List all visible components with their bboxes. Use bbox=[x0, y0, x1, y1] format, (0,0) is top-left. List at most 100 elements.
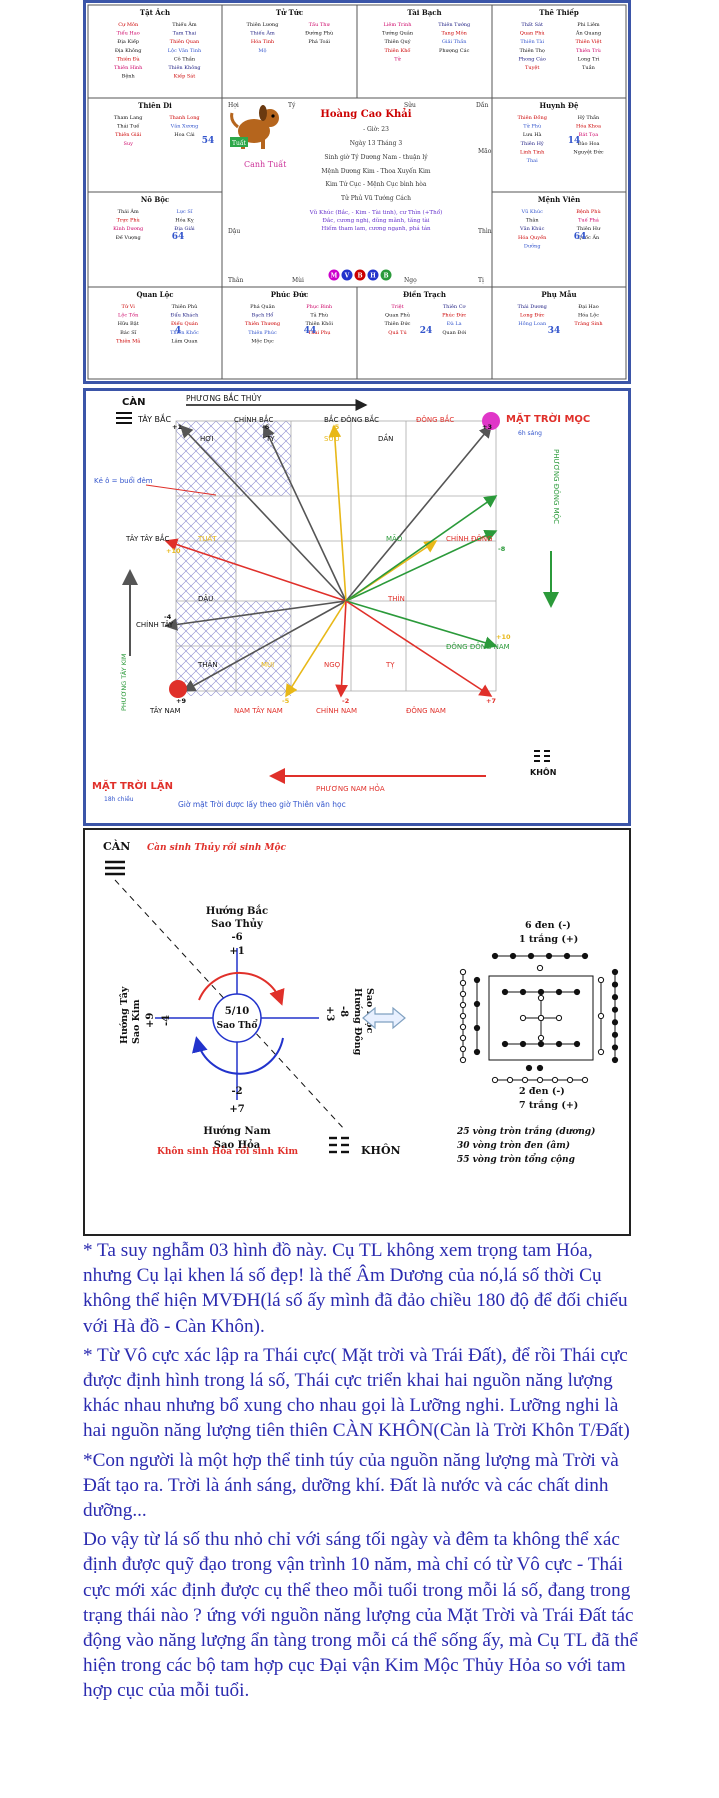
branch-label: Mùi bbox=[292, 277, 304, 284]
paragraph: * Từ Vô cực xác lập ra Thái cực( Mặt trờ… bbox=[83, 1344, 630, 1442]
direction-number: +9 bbox=[176, 697, 186, 705]
trigram-icon bbox=[329, 1136, 349, 1154]
direction-ray bbox=[164, 538, 347, 602]
direction-number: -5 bbox=[282, 697, 290, 705]
west-vertical-label: PHƯƠNG TÂY KIM bbox=[119, 653, 128, 711]
black-dot bbox=[525, 1064, 533, 1072]
branch-label: Dậu bbox=[228, 228, 240, 235]
star-name: Quan Đới bbox=[442, 329, 466, 336]
white-dot bbox=[597, 976, 605, 984]
white-dot bbox=[521, 1076, 529, 1084]
star-name: Lâm Quan bbox=[171, 337, 198, 344]
black-dot bbox=[473, 1048, 481, 1056]
north-title: Hướng Bắc bbox=[206, 905, 268, 917]
black-dot bbox=[581, 952, 589, 960]
star-name: Tiểu Hao bbox=[117, 30, 140, 37]
zodiac-label: HỢI bbox=[200, 435, 214, 443]
palace-title: Nô Bộc bbox=[141, 195, 169, 204]
star-name: Thai Phụ bbox=[308, 330, 331, 336]
hetu-top-label: 1 trắng (+) bbox=[519, 933, 578, 945]
element-circle bbox=[341, 269, 353, 281]
star-name: Lưu Hà bbox=[523, 131, 542, 138]
star-name: Thai bbox=[527, 158, 539, 164]
night-note: Kẻ ô = buổi đêm bbox=[94, 476, 153, 485]
year-badge: Tuất bbox=[232, 140, 247, 147]
zodiac-label: TÝ bbox=[265, 434, 275, 443]
west-number: +9 bbox=[145, 1013, 156, 1028]
white-dot bbox=[551, 1076, 559, 1084]
star-name: Thiên Trù bbox=[576, 47, 602, 54]
direction-diagram-svg: CÀN TÂY BẮC PHƯƠNG BẮC THỦY CHÍNH BẮC BẮ… bbox=[92, 393, 590, 809]
star-name: Phong Cáo bbox=[518, 55, 545, 62]
black-dot bbox=[501, 1040, 509, 1048]
element-circle bbox=[328, 269, 340, 281]
star-name: Tử Phù bbox=[523, 123, 542, 130]
direction-label: TÂY TÂY BẮC bbox=[125, 533, 170, 543]
star-name: Bác Sĩ bbox=[120, 329, 136, 336]
star-name: Thiên Quý bbox=[384, 38, 410, 45]
white-dot bbox=[459, 1034, 467, 1042]
black-dot bbox=[611, 994, 619, 1001]
star-name: Mộc Dục bbox=[251, 337, 274, 344]
center-line: Mệnh Dương Kim - Thoa Xuyến Kim bbox=[321, 168, 431, 175]
black-dot bbox=[491, 952, 499, 960]
black-dot bbox=[611, 1006, 619, 1013]
white-dot bbox=[536, 964, 544, 972]
direction-number: -4 bbox=[164, 613, 172, 621]
direction-number: -2 bbox=[342, 697, 349, 705]
star-name: Trực Phù bbox=[117, 217, 141, 224]
star-name: Tràng Sinh bbox=[574, 320, 603, 327]
branch-label: Ngọ bbox=[404, 277, 417, 284]
direction-ray bbox=[345, 529, 498, 602]
star-name: Thiếu Âm bbox=[172, 21, 197, 28]
white-dot bbox=[536, 1076, 544, 1084]
star-name: Thiên Quan bbox=[170, 38, 200, 45]
sunset-label: MẶT TRỜI LẶN bbox=[92, 778, 173, 792]
dir-label: BẮC ĐÔNG BẮC bbox=[324, 414, 379, 424]
star-name: Phi Liêm bbox=[577, 21, 600, 28]
direction-ray bbox=[345, 424, 493, 602]
star-name: Thiên Khôi bbox=[305, 320, 333, 327]
star-name: Phá Quân bbox=[250, 303, 275, 310]
star-name: Giải Thần bbox=[442, 37, 467, 45]
top-caption: Càn sinh Thủy rồi sinh Mộc bbox=[147, 841, 286, 853]
branch-label: Thìn bbox=[478, 228, 492, 235]
east-number: +3 bbox=[324, 1006, 335, 1021]
star-name: Bệnh bbox=[122, 73, 136, 80]
palace-number: 44 bbox=[304, 326, 317, 336]
south-sub: Sao Hỏa bbox=[214, 1140, 261, 1151]
palace-number: 14 bbox=[568, 136, 581, 146]
direction-label: TÂY NAM bbox=[149, 706, 181, 715]
khon-label: KHÔN bbox=[530, 766, 556, 777]
black-dot bbox=[563, 952, 571, 960]
white-dot bbox=[537, 994, 545, 1002]
north-number: -6 bbox=[231, 932, 242, 943]
star-name: Thiên Thương bbox=[245, 320, 281, 327]
star-name: Thiên Phủ bbox=[172, 303, 199, 310]
palace-title: Tài Bạch bbox=[407, 8, 441, 17]
star-name: Tang Môn bbox=[442, 30, 468, 37]
paragraph: * Ta suy nghẫm 03 hình đồ này. Cụ TL khô… bbox=[83, 1240, 628, 1337]
star-name: Đường Phù bbox=[305, 30, 334, 37]
star-name: Thái Tuế bbox=[117, 123, 140, 130]
south-arrow-label: PHƯƠNG NAM HỎA bbox=[316, 783, 385, 793]
direction-ray bbox=[182, 600, 347, 692]
direction-number: +7 bbox=[486, 697, 496, 705]
east-sub: Sao Mộc bbox=[364, 988, 375, 1034]
star-name: Thiếu Âm bbox=[250, 30, 275, 37]
star-name: Lực Sĩ bbox=[176, 208, 192, 215]
white-dot bbox=[459, 979, 467, 987]
star-name: Hồng Loan bbox=[518, 319, 547, 327]
star-name: Phá Toái bbox=[308, 38, 330, 45]
white-dot bbox=[459, 1045, 467, 1053]
sunrise-marker bbox=[482, 412, 500, 430]
white-dot bbox=[581, 1076, 589, 1084]
direction-ray bbox=[262, 424, 347, 602]
star-name: Tuyệt bbox=[525, 64, 539, 71]
star-name: Hóa Lộc bbox=[578, 312, 599, 319]
black-dot bbox=[473, 976, 481, 984]
article-text: * Ta suy nghẫm 03 hình đồ này. Cụ TL khô… bbox=[83, 1238, 643, 1704]
south-number: +7 bbox=[229, 1104, 244, 1115]
star-name: Tả Phù bbox=[310, 312, 328, 319]
